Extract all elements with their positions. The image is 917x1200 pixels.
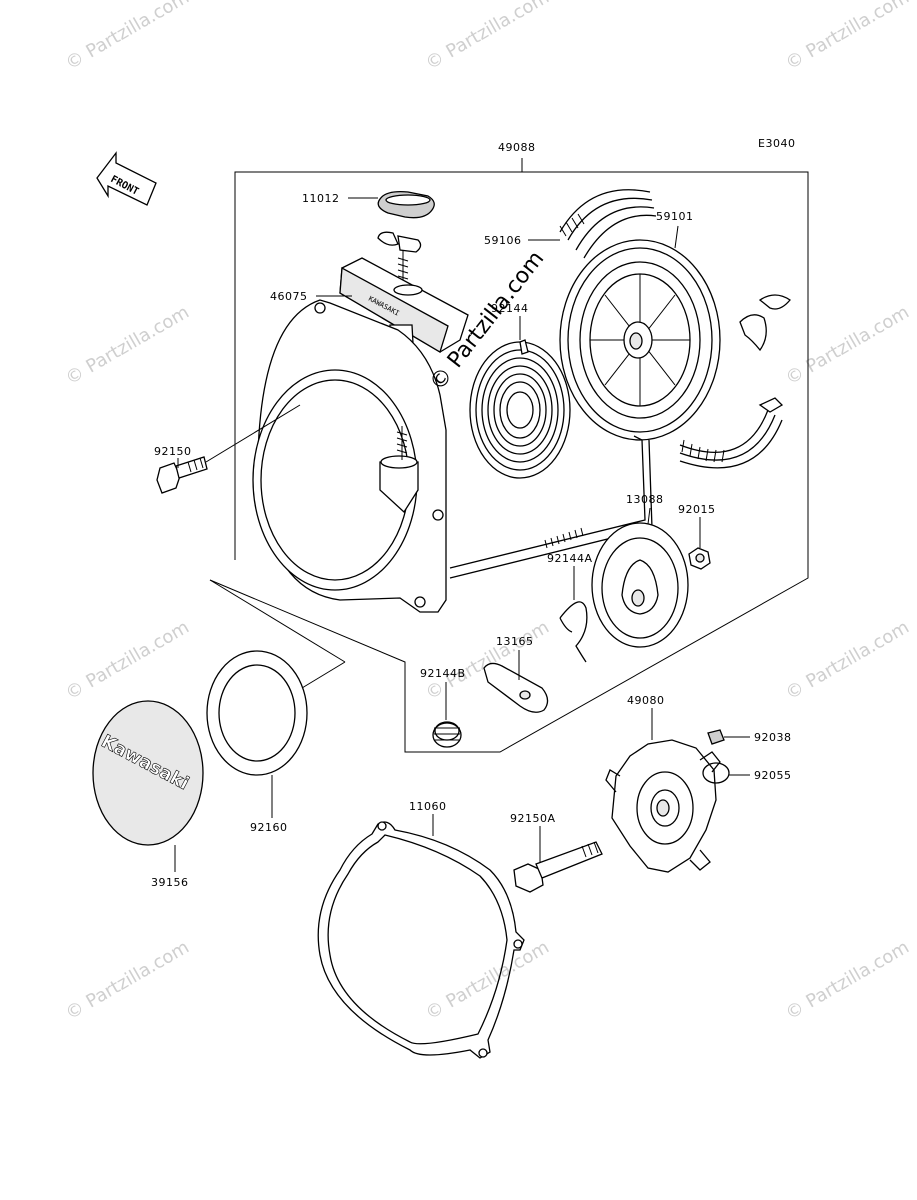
ratchet-part: [605, 739, 721, 873]
seal-ring-part: [206, 650, 308, 776]
spiral-spring-part: [469, 339, 571, 479]
handle-pin-part: [377, 231, 422, 290]
part-label-59106: 59106: [484, 234, 522, 247]
knob-cap-part: [377, 191, 435, 219]
part-label-92144B: 92144B: [420, 667, 466, 680]
spring-92144b-part: [432, 721, 462, 748]
watermark: © Partzilla.com: [62, 0, 193, 74]
part-label-39156: 39156: [151, 876, 189, 889]
reel-part: [559, 239, 721, 441]
watermark: © Partzilla.com: [62, 937, 193, 1025]
part-label-49080: 49080: [627, 694, 665, 707]
part-label-11060: 11060: [409, 800, 447, 813]
watermark: © Partzilla.com: [62, 302, 193, 390]
part-label-49088: 49088: [498, 141, 536, 154]
bolt-92150-part: [156, 456, 208, 494]
leader-lines: [174, 197, 750, 872]
nut-92015-part: [688, 547, 711, 570]
cover-part: Kawasaki: [92, 700, 204, 846]
watermark: © Partzilla.com: [782, 302, 913, 390]
watermark-layer: © Partzilla.com © Partzilla.com © Partzi…: [62, 0, 913, 1024]
part-label-46075: 46075: [270, 290, 308, 303]
part-label-92150A: 92150A: [510, 812, 556, 825]
o-ring-part: [702, 762, 730, 784]
drum-part: [591, 522, 689, 648]
part-label-13088: 13088: [626, 493, 664, 506]
assembly-bracket: [209, 158, 809, 753]
part-label-11012: 11012: [302, 192, 340, 205]
watermark: © Partzilla.com: [422, 0, 553, 74]
part-label-92160: 92160: [250, 821, 288, 834]
part-label-92144: 92144: [491, 302, 529, 315]
part-label-92055: 92055: [754, 769, 792, 782]
key-part: [707, 729, 725, 745]
spring-clip-part: [559, 601, 588, 663]
diagram-code: E3040: [758, 137, 795, 150]
gasket-part: [317, 821, 525, 1059]
rope-guide-part: [559, 189, 791, 469]
pawl-part: [483, 662, 549, 713]
starter-housing-part: [252, 299, 447, 613]
watermark: © Partzilla.com: [782, 937, 913, 1025]
part-label-59101: 59101: [656, 210, 694, 223]
watermark: © Partzilla.com: [782, 0, 913, 74]
part-label-92144A: 92144A: [547, 552, 593, 565]
watermark: © Partzilla.com: [782, 617, 913, 705]
part-label-92150: 92150: [154, 445, 192, 458]
bolt-92150a-part: [513, 841, 603, 893]
watermark: © Partzilla.com: [422, 937, 553, 1025]
watermark: © Partzilla.com: [62, 617, 193, 705]
part-labels: 49088 11012 59101 59106 46075 92144 9215…: [151, 141, 792, 889]
part-label-92038: 92038: [754, 731, 792, 744]
part-label-13165: 13165: [496, 635, 534, 648]
part-label-92015: 92015: [678, 503, 716, 516]
front-arrow: FRONT: [96, 151, 157, 206]
